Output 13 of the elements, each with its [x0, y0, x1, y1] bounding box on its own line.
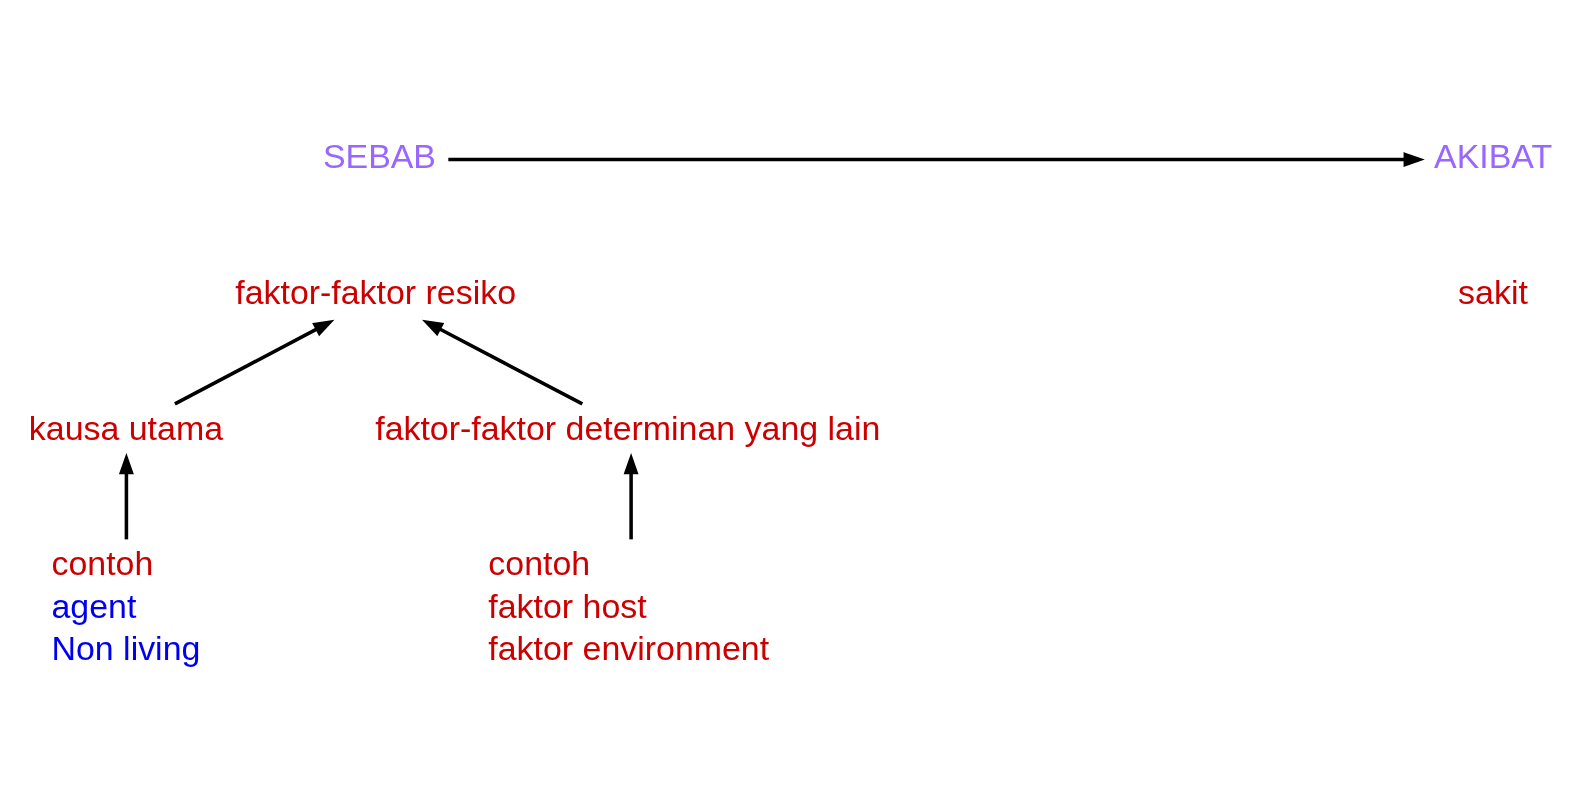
node-text: contoh agent Non living: [51, 544, 201, 668]
node-text: faktor-faktor determinan yang lain: [375, 408, 881, 447]
node-text: sakit: [1458, 273, 1528, 311]
arrow: [448, 152, 1425, 167]
arrow: [118, 452, 134, 540]
node-text: faktor-faktor resiko: [235, 273, 517, 311]
arrow: [421, 319, 584, 406]
node-text: AKIBAT: [1434, 137, 1553, 176]
node-text: contoh faktor host faktor environment: [488, 544, 770, 668]
node-text: SEBAB: [322, 137, 436, 176]
node-text: kausa utama: [28, 408, 224, 447]
arrow: [174, 319, 335, 406]
arrow: [623, 452, 639, 540]
